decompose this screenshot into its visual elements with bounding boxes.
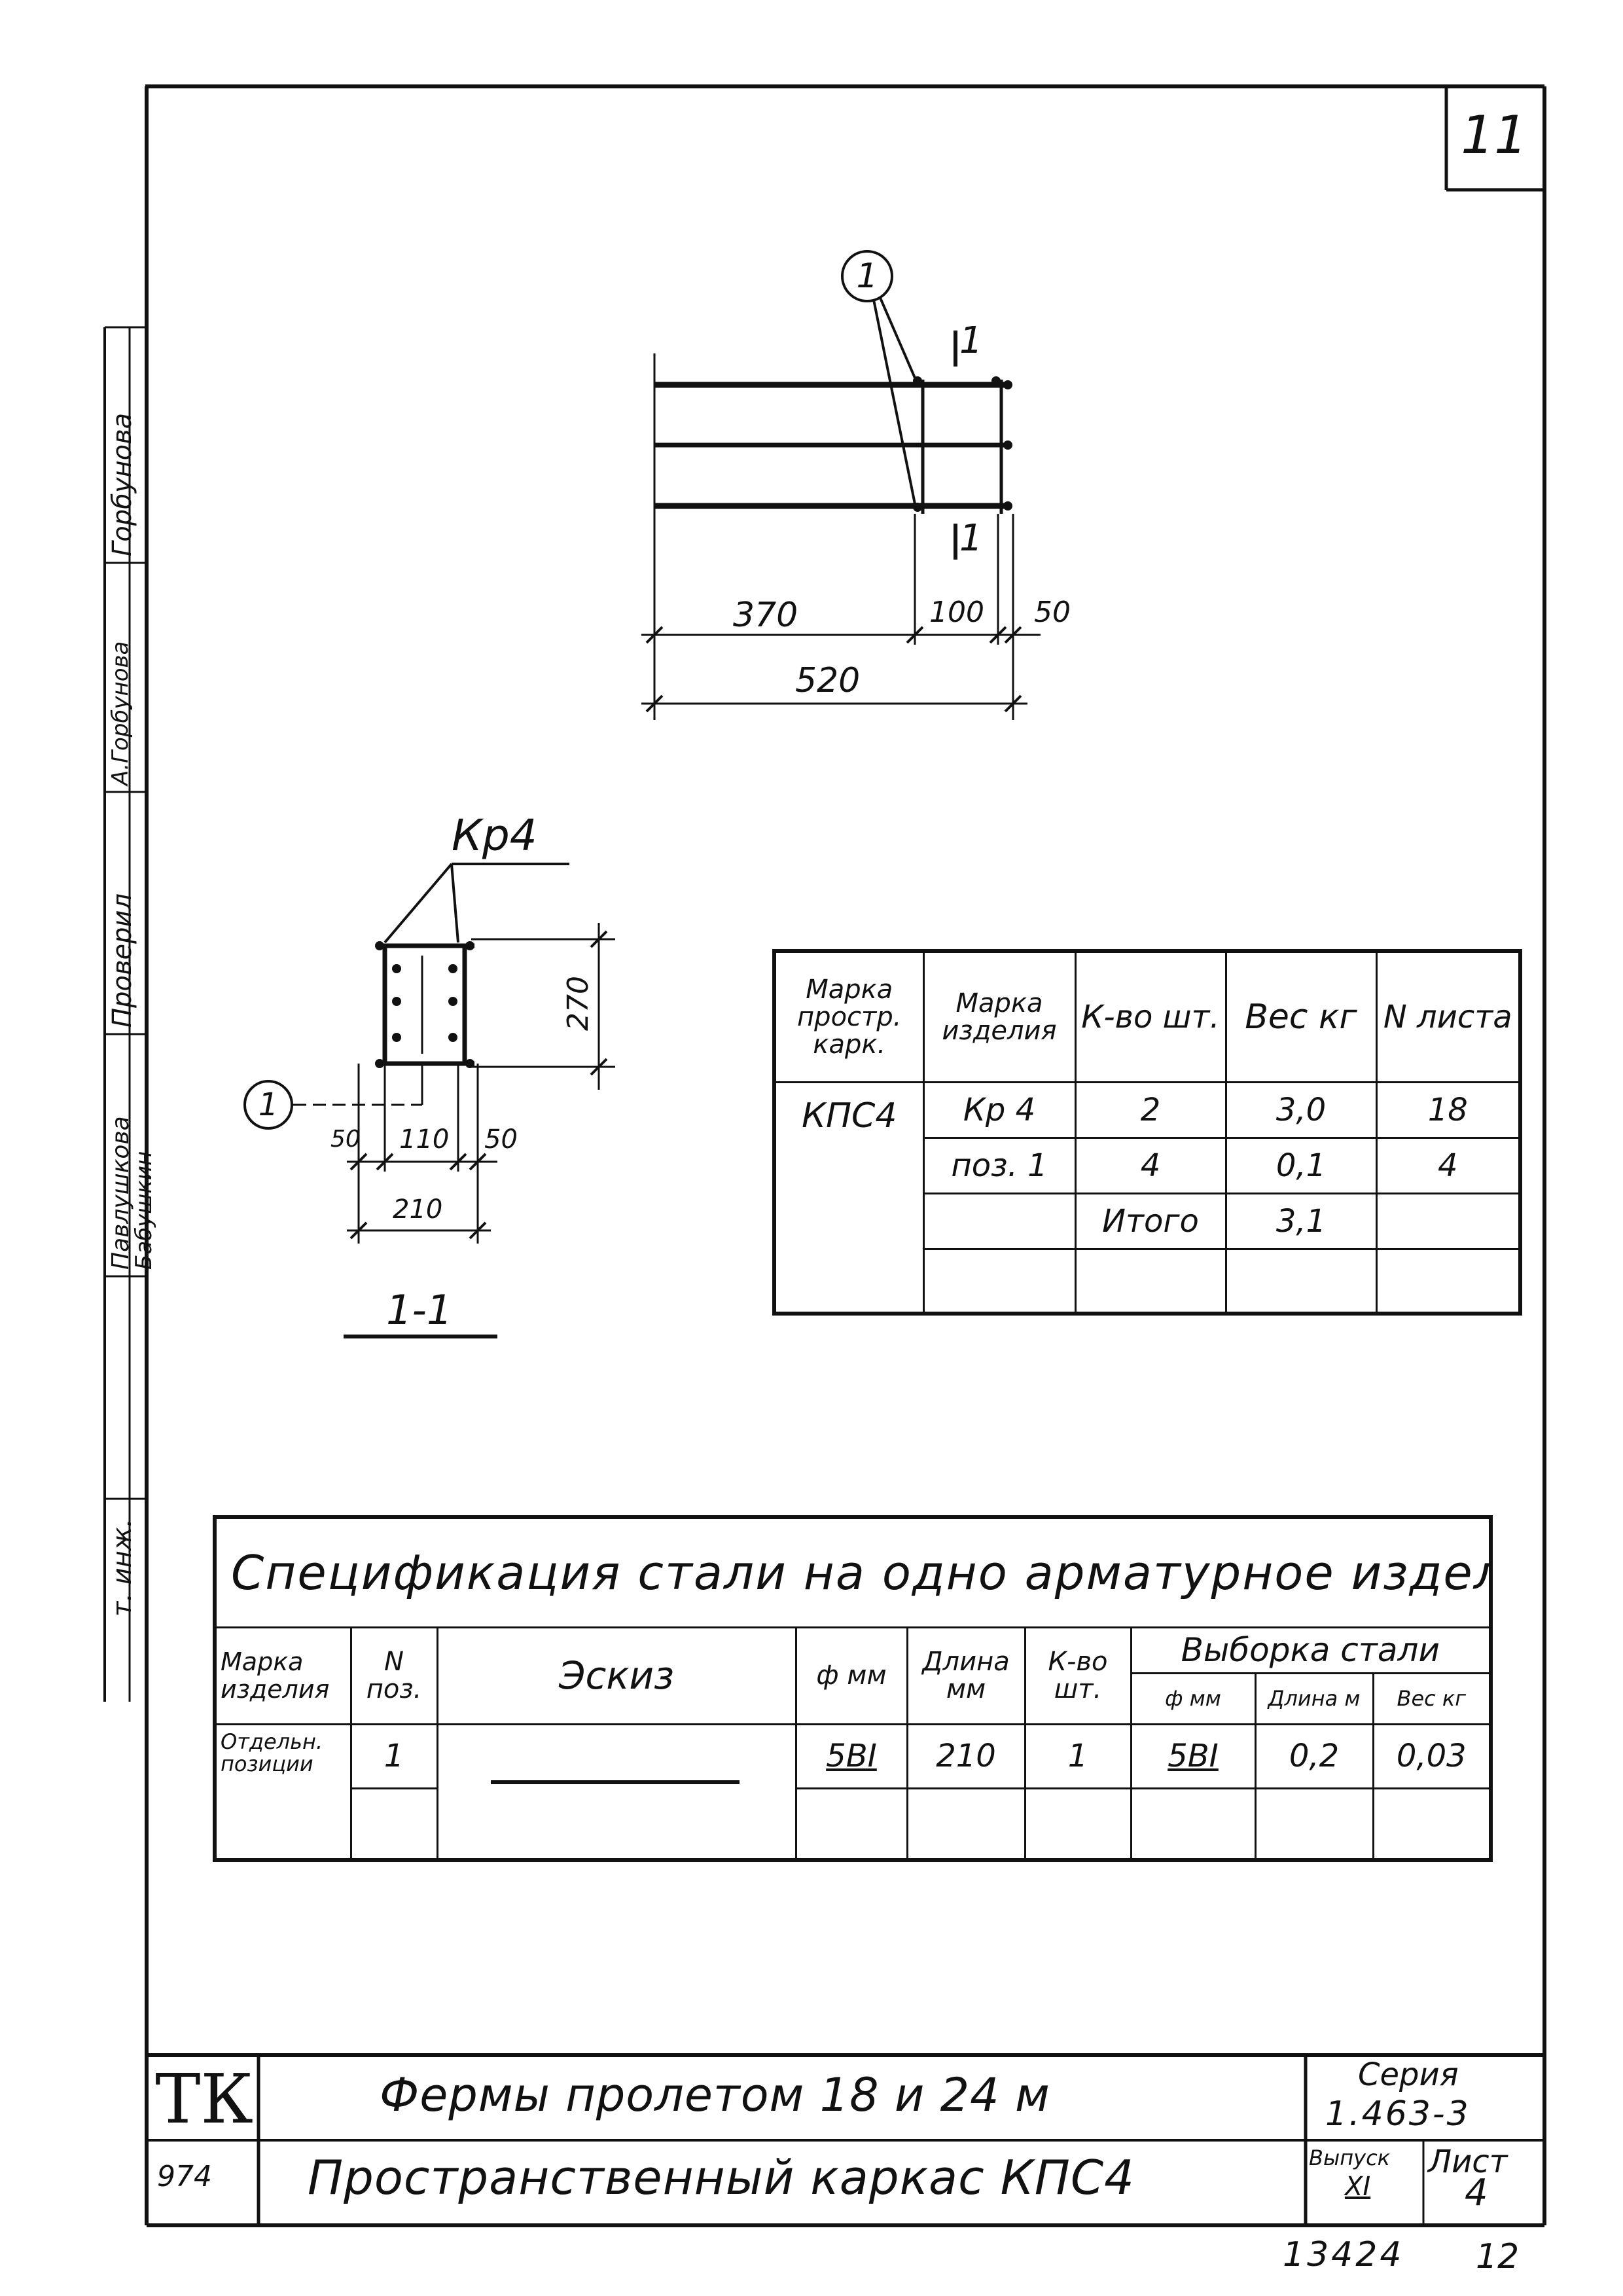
sheet-value: 4 <box>1465 2172 1488 2214</box>
dim-210: 210 <box>393 1194 443 1225</box>
plan-section-mark-top: 1 <box>959 319 983 362</box>
frame-row-2-sheet: 4 <box>1375 1136 1522 1194</box>
frame-row-4-sheet <box>1375 1247 1522 1315</box>
issue-label: Выпуск <box>1309 2145 1390 2170</box>
spec-col-sketch: Эскиз <box>436 1626 797 1725</box>
frame-row-1-qty: 2 <box>1074 1081 1227 1139</box>
frame-mark-cell: КПС4 <box>773 1081 925 1315</box>
footer-number-2: 12 <box>1476 2237 1520 2276</box>
plan-marker: 1 <box>856 257 878 296</box>
org-code: 974 <box>157 2160 212 2193</box>
spec-col-sample-weight: Вес кг <box>1372 1672 1492 1725</box>
spec-col-mark: Марка изделия <box>213 1626 352 1725</box>
frame-row-2-weight: 0,1 <box>1224 1136 1378 1194</box>
spec-row-mark: Отдельн. позиции <box>213 1723 352 1861</box>
spec-row-sample-weight: 0,03 <box>1372 1723 1492 1789</box>
spec-row-sample-dia: 5ВI <box>1130 1723 1257 1789</box>
frame-row-2-qty: 4 <box>1074 1136 1227 1194</box>
plan-view <box>641 250 1041 720</box>
spec-empty-dia <box>794 1787 908 1861</box>
section-view <box>243 863 615 1338</box>
stamp-checked-label: Проверил <box>107 893 137 1028</box>
footer-number-1: 13424 <box>1283 2235 1404 2274</box>
frame-row-4-qty <box>1074 1247 1227 1315</box>
frame-row-2-item: поз. 1 <box>922 1136 1077 1194</box>
spec-col-sample: Выборка стали <box>1130 1626 1492 1674</box>
spec-col-sample-length: Длина м <box>1254 1672 1374 1725</box>
spec-empty-length <box>906 1787 1026 1861</box>
spec-empty-sample-weight <box>1372 1787 1492 1861</box>
stamp-engineer-label: т. инж. <box>107 1518 137 1617</box>
frame-row-1-weight: 3,0 <box>1224 1081 1378 1139</box>
sketch-bar-line <box>490 1780 740 1784</box>
frame-row-3-item <box>922 1192 1077 1250</box>
spec-col-length: Длина мм <box>906 1626 1026 1725</box>
plan-section-mark-bottom: 1 <box>959 517 983 560</box>
spec-row-sample-length: 0,2 <box>1254 1723 1374 1789</box>
frame-row-1-item: Кр 4 <box>922 1081 1077 1139</box>
spec-table: Спецификация стали на одно арматурное из… <box>213 1515 1493 1862</box>
series-number: 1.463-3 <box>1325 2094 1471 2134</box>
spec-col-dia: ф мм <box>794 1626 908 1725</box>
frame-total-label: Итого <box>1074 1192 1227 1250</box>
section-title: 1-1 <box>386 1286 453 1334</box>
dim-520: 520 <box>795 661 861 700</box>
dim-50: 50 <box>1034 596 1071 629</box>
org-logo: ТК <box>155 2059 253 2139</box>
drawing-title: Фермы пролетом 18 и 24 м <box>380 2068 1050 2122</box>
stamp-signature-1: А.Горбунова <box>107 641 134 785</box>
section-label-kr4: Кр4 <box>452 810 537 861</box>
frame-table: Марка простр. карк. Марка изделия К-во ш… <box>772 949 1522 1316</box>
spec-col-sample-dia: ф мм <box>1130 1672 1257 1725</box>
spec-row-dia: 5ВI <box>794 1723 908 1789</box>
frame-col-weight: Вес кг <box>1224 950 1378 1083</box>
stamp-name-2a: Павлушкова <box>107 1116 134 1270</box>
spec-col-qty: К-во шт. <box>1024 1626 1132 1725</box>
frame-row-1-sheet: 18 <box>1375 1081 1522 1139</box>
frame-col-mark: Марка простр. карк. <box>773 950 925 1083</box>
spec-empty-sample-length <box>1254 1787 1374 1861</box>
spec-empty-sample-dia <box>1130 1787 1257 1861</box>
spec-col-pos: N поз. <box>349 1626 438 1725</box>
spec-empty-qty <box>1024 1787 1132 1861</box>
frame-col-qty: К-во шт. <box>1074 950 1227 1083</box>
dim-370: 370 <box>733 596 798 635</box>
frame-col-sheet: N листа <box>1375 950 1522 1083</box>
spec-row-sketch <box>436 1723 797 1861</box>
drawing-subtitle: Пространственный каркас КПС4 <box>308 2150 1135 2205</box>
spec-title: Спецификация стали на одно арматурное из… <box>213 1516 1492 1628</box>
dim-270: 270 <box>562 976 595 1031</box>
dim-50-left: 50 <box>330 1126 361 1153</box>
dim-110: 110 <box>399 1124 450 1155</box>
stamp-name-1: Горбунова <box>107 412 137 556</box>
dim-100: 100 <box>929 596 984 629</box>
series-label: Серия <box>1358 2056 1459 2093</box>
spec-empty-pos <box>349 1787 438 1861</box>
issue-number: XI <box>1345 2172 1371 2202</box>
stamp-name-2b: Бабушкин <box>131 1151 157 1270</box>
frame-row-4-weight <box>1224 1247 1378 1315</box>
frame-row-4-item <box>922 1247 1077 1315</box>
frame-row-3-sheet <box>1375 1192 1522 1250</box>
spec-row-qty: 1 <box>1024 1723 1132 1789</box>
sheet-number: 11 <box>1461 105 1527 166</box>
frame-col-item: Марка изделия <box>922 950 1077 1083</box>
sheet-label: Лист <box>1428 2144 1508 2180</box>
frame-total-weight: 3,1 <box>1224 1192 1378 1250</box>
section-marker: 1 <box>258 1086 279 1123</box>
spec-row-pos: 1 <box>349 1723 438 1789</box>
spec-row-length: 210 <box>906 1723 1026 1789</box>
dim-50-right: 50 <box>484 1124 518 1155</box>
